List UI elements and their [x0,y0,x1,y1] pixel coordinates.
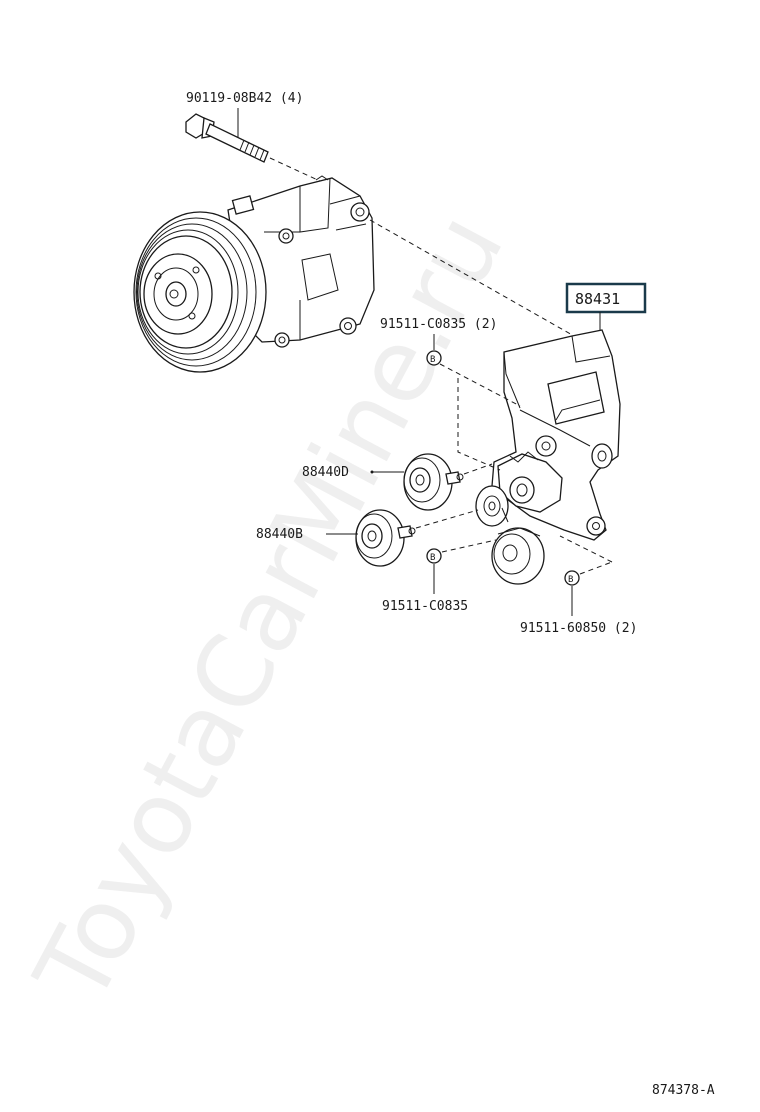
bolt-compressor-mount[interactable] [185,113,269,163]
ac-compressor[interactable] [133,175,375,373]
label-idler-b: 88440B [256,527,303,542]
idler-pulley-88440b[interactable] [355,509,416,567]
svg-text:B: B [568,575,573,585]
marker-b-right: B [564,570,580,586]
label-bolt-b-right: 91511-60850 (2) [520,621,637,636]
svg-text:B: B [430,355,435,365]
label-box-88431 [565,282,647,314]
marker-b-upper: B [426,350,442,366]
label-idler-d: 88440D [302,465,349,480]
label-bracket: 88431 [575,290,620,308]
label-bolt-b-upper: 91511-C0835 (2) [380,317,497,332]
label-bolt-compressor: 90119-08B42 (4) [186,91,303,106]
idler-pulley-88440d[interactable] [403,453,464,511]
svg-text:B: B [430,553,435,563]
marker-b-lower: B [426,548,442,564]
compressor-bracket[interactable] [475,329,621,585]
label-bolt-b-lower: 91511-C0835 [382,599,468,614]
diagram-id: 874378-A [652,1083,715,1098]
